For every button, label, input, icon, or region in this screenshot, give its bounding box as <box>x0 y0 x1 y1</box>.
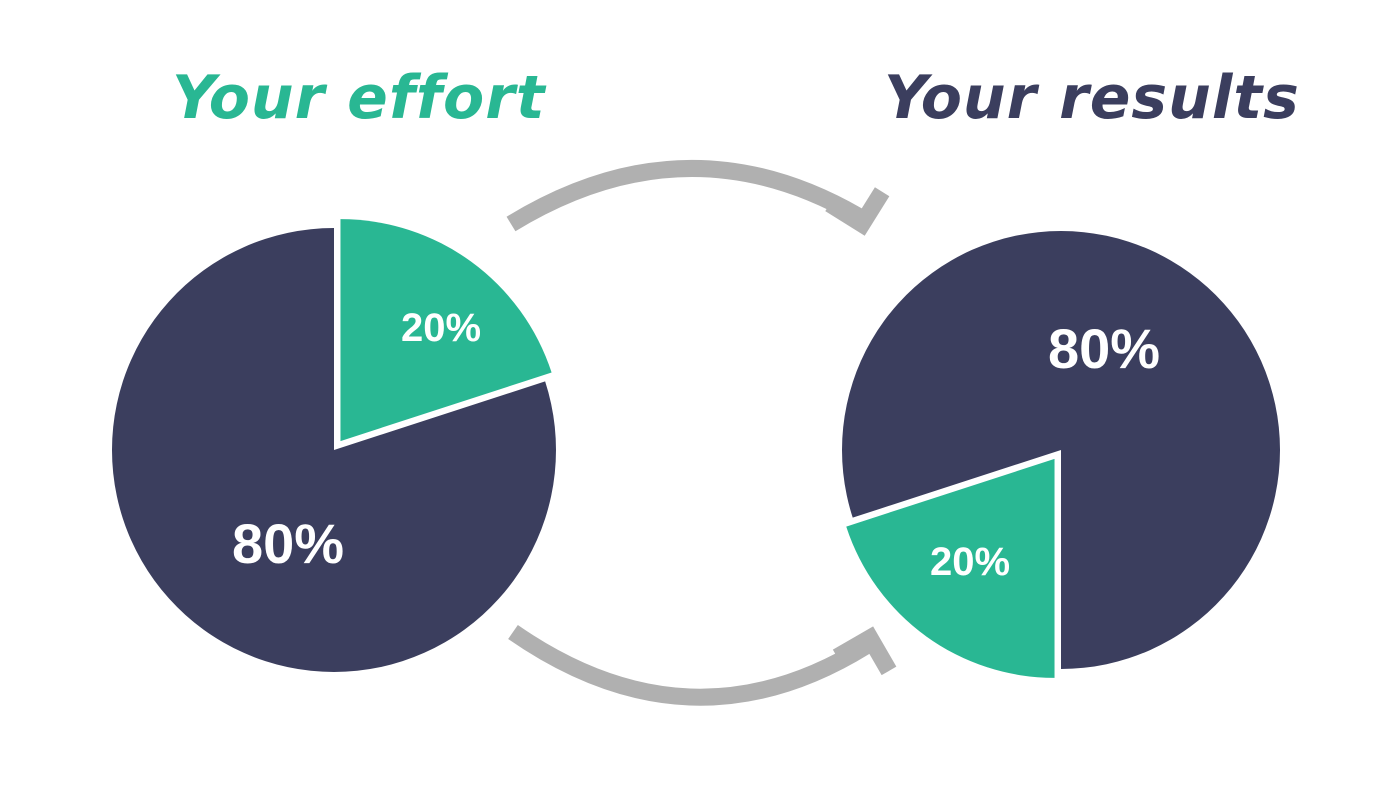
bottom-curved-arrow <box>508 625 897 706</box>
right-panel-title: Your results <box>884 63 1300 133</box>
right-pie-label-minor: 20% <box>930 540 1010 584</box>
right-pie-label-major: 80% <box>1048 317 1160 380</box>
bottom-arrow-head <box>832 626 897 676</box>
right-pie-chart: 80% 20% <box>842 230 1281 678</box>
right-pie-slice-minor[interactable] <box>846 458 1055 678</box>
top-arrow-shaft <box>506 160 863 232</box>
top-curved-arrow <box>506 160 890 236</box>
left-pie-slice-major[interactable] <box>111 228 556 672</box>
left-panel-title: Your effort <box>172 63 547 133</box>
top-arrow-head <box>825 187 890 236</box>
left-pie-slice-minor[interactable] <box>340 219 552 442</box>
bottom-arrow-shaft <box>508 625 871 706</box>
left-pie-label-major: 80% <box>232 512 344 575</box>
left-pie-label-minor: 20% <box>401 306 481 350</box>
right-pie-slice-major[interactable] <box>842 230 1281 669</box>
left-pie-chart: 80% 20% <box>111 219 556 672</box>
